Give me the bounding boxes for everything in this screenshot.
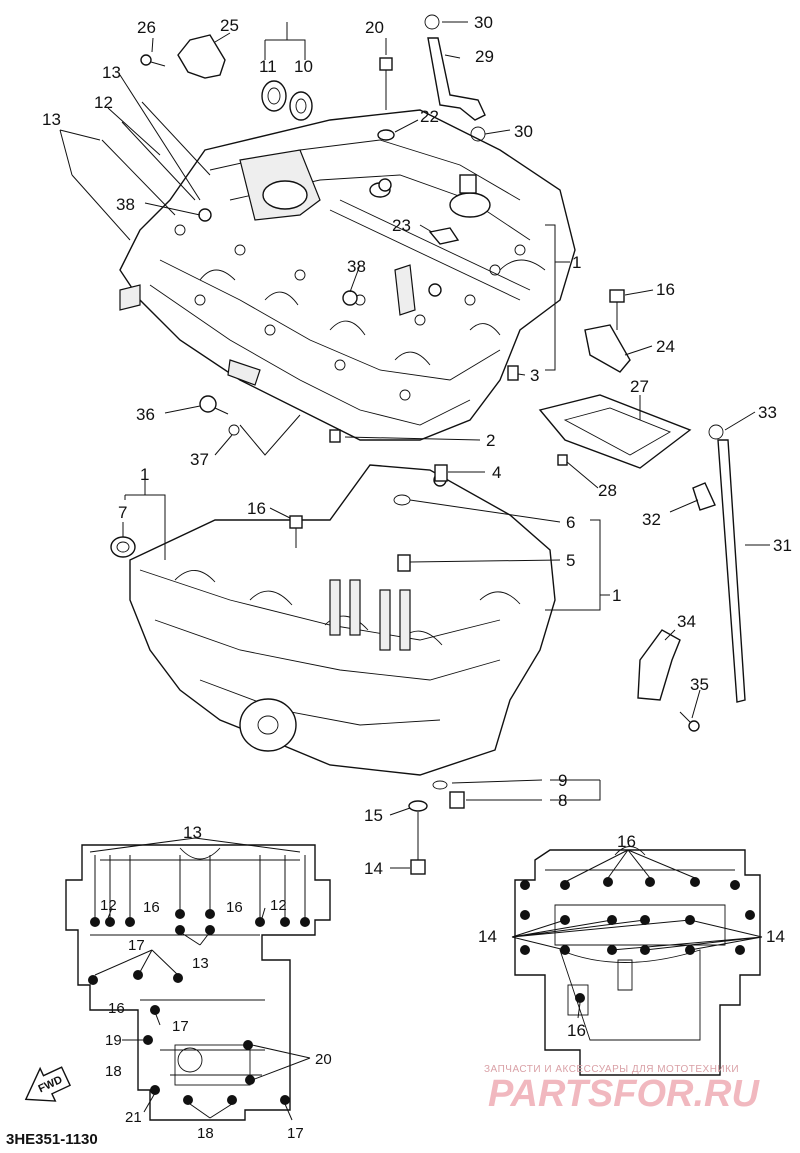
callout-4: 4 bbox=[492, 463, 501, 482]
callout-22: 22 bbox=[420, 107, 439, 126]
callout-32: 32 bbox=[642, 510, 661, 529]
lower-left-labels: 13 12 16 16 12 17 13 16 17 19 18 20 21 1… bbox=[100, 823, 332, 1142]
lower-left-bolt-pattern bbox=[24, 837, 331, 1121]
callout-28: 28 bbox=[598, 481, 617, 500]
ll-17a: 17 bbox=[128, 937, 145, 954]
callout-34: 34 bbox=[677, 612, 696, 631]
callout-13b: 13 bbox=[42, 110, 61, 129]
lr-16b: 16 bbox=[567, 1021, 586, 1040]
callout-13a: 13 bbox=[102, 63, 121, 82]
callout-20: 20 bbox=[365, 18, 384, 37]
callout-6: 6 bbox=[566, 513, 575, 532]
ll-18a: 18 bbox=[105, 1063, 122, 1080]
callout-31: 31 bbox=[773, 536, 792, 555]
ll-20: 20 bbox=[315, 1051, 332, 1068]
callout-1b: 1 bbox=[140, 465, 149, 484]
callout-16a: 16 bbox=[656, 280, 675, 299]
lower-right-bolt-pattern bbox=[511, 846, 763, 1076]
watermark-top: ЗАПЧАСТИ И АКСЕССУАРЫ ДЛЯ МОТОТЕХНИКИ bbox=[484, 1064, 739, 1075]
callout-38b: 38 bbox=[347, 257, 366, 276]
callout-10: 10 bbox=[294, 57, 313, 76]
callout-3: 3 bbox=[530, 366, 539, 385]
callout-30a: 30 bbox=[474, 13, 493, 32]
ll-12b: 12 bbox=[270, 897, 287, 914]
callout-7: 7 bbox=[118, 503, 127, 522]
lr-16a: 16 bbox=[617, 832, 636, 851]
ll-16c: 16 bbox=[108, 1000, 125, 1017]
ll-21: 21 bbox=[125, 1109, 142, 1126]
callout-9: 9 bbox=[558, 771, 567, 790]
callout-12a: 12 bbox=[94, 93, 113, 112]
callout-36: 36 bbox=[136, 405, 155, 424]
ll-13b: 13 bbox=[192, 955, 209, 972]
callout-1a: 1 bbox=[572, 253, 581, 272]
callout-labels: 26 25 11 10 20 30 29 13 12 13 22 30 38 2… bbox=[42, 13, 792, 878]
callout-2: 2 bbox=[486, 431, 495, 450]
callout-1c: 1 bbox=[612, 586, 621, 605]
callout-11: 11 bbox=[259, 57, 277, 76]
lr-14a: 14 bbox=[478, 927, 497, 946]
watermark-brand: PARTSFOR.RU bbox=[488, 1073, 760, 1115]
diagram-code: 3HE351-1130 bbox=[6, 1131, 98, 1148]
callout-26: 26 bbox=[137, 18, 156, 37]
callout-15: 15 bbox=[364, 806, 383, 825]
callout-29: 29 bbox=[475, 47, 494, 66]
ll-16b: 16 bbox=[226, 899, 243, 916]
ll-12a: 12 bbox=[100, 897, 117, 914]
lower-crankcase bbox=[110, 464, 556, 809]
ll-13a: 13 bbox=[183, 823, 202, 842]
leader-lines bbox=[59, 21, 770, 869]
ll-19: 19 bbox=[105, 1032, 122, 1049]
side-parts bbox=[289, 424, 746, 875]
callout-24: 24 bbox=[656, 337, 675, 356]
ll-16a: 16 bbox=[143, 899, 160, 916]
callout-38a: 38 bbox=[116, 195, 135, 214]
callout-8: 8 bbox=[558, 791, 567, 810]
callout-16b: 16 bbox=[247, 499, 266, 518]
callout-33: 33 bbox=[758, 403, 777, 422]
watermark: ЗАПЧАСТИ И АКСЕССУАРЫ ДЛЯ МОТОТЕХНИКИ PA… bbox=[484, 1064, 760, 1115]
ll-18b: 18 bbox=[197, 1125, 214, 1142]
callout-25: 25 bbox=[220, 16, 239, 35]
upper-small-parts bbox=[71, 14, 692, 469]
callout-5: 5 bbox=[566, 551, 575, 570]
ll-17b: 17 bbox=[172, 1018, 189, 1035]
callout-30b: 30 bbox=[514, 122, 533, 141]
callout-37: 37 bbox=[190, 450, 209, 469]
callout-35: 35 bbox=[690, 675, 709, 694]
callout-27: 27 bbox=[630, 377, 649, 396]
lower-right-labels: 16 14 14 16 bbox=[478, 832, 785, 1040]
callout-23: 23 bbox=[392, 216, 411, 235]
upper-crankcase bbox=[119, 109, 576, 441]
callout-14: 14 bbox=[364, 859, 383, 878]
lr-14b: 14 bbox=[766, 927, 785, 946]
ll-17c: 17 bbox=[287, 1125, 304, 1142]
